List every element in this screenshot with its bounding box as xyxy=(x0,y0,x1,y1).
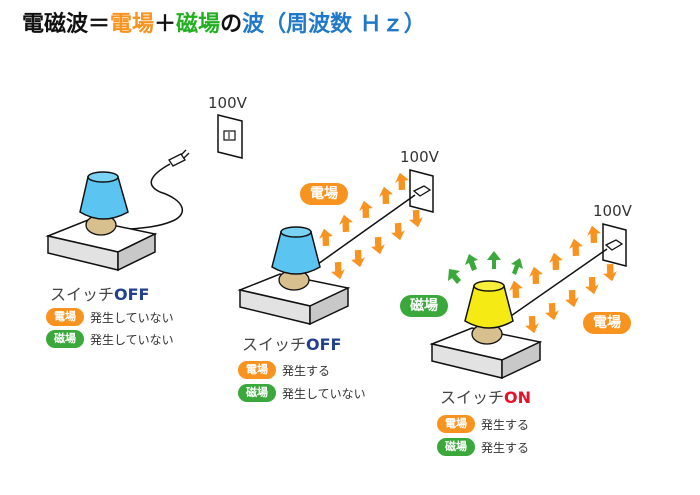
switch-state-off: OFF xyxy=(306,335,342,354)
electric-status-2: 電場 発生する xyxy=(238,361,330,379)
electric-badge: 電場 xyxy=(437,415,475,433)
plug-1 xyxy=(168,153,186,167)
panel-3-illustration xyxy=(429,223,627,380)
panel-1-illustration xyxy=(45,114,243,272)
title-magnetic-field: 磁場 xyxy=(176,12,221,37)
electric-field-tag-3: 電場 xyxy=(583,312,631,334)
electric-status-text: 発生していない xyxy=(90,310,174,325)
electric-field-arrows-3 xyxy=(509,225,617,334)
switch-status-1: スイッチOFF xyxy=(50,281,149,305)
switch-label: スイッチ xyxy=(242,335,307,354)
magnetic-badge: 磁場 xyxy=(238,384,276,402)
magnetic-status-1: 磁場 発生していない xyxy=(46,330,174,348)
electric-status-3: 電場 発生する xyxy=(437,415,529,433)
title-frequency: 波（周波数 Ｈｚ） xyxy=(242,12,426,37)
magnetic-status-text: 発生する xyxy=(481,440,530,455)
lamp-shade-3 xyxy=(464,285,514,329)
diagram-title: 電磁波＝電場＋磁場の波（周波数 Ｈｚ） xyxy=(22,6,426,38)
magnetic-badge: 磁場 xyxy=(437,438,475,456)
electric-badge: 電場 xyxy=(46,308,84,326)
voltage-label-2: 100V xyxy=(400,148,439,166)
title-no: の xyxy=(220,12,243,37)
switch-status-3: スイッチON xyxy=(440,384,531,408)
voltage-label-1: 100V xyxy=(208,94,247,112)
switch-status-2: スイッチOFF xyxy=(242,331,341,355)
magnetic-field-arrows-3 xyxy=(448,251,523,284)
magnetic-status-2: 磁場 発生していない xyxy=(238,384,366,402)
title-electric-field: 電場 xyxy=(110,12,155,37)
plug-3 xyxy=(604,239,624,251)
power-cord-1 xyxy=(109,163,183,233)
electric-status-1: 電場 発生していない xyxy=(46,308,174,326)
title-plus: ＋ xyxy=(154,12,177,37)
electric-field-arrows-2 xyxy=(319,172,423,280)
magnetic-badge: 磁場 xyxy=(46,330,84,348)
switch-label: スイッチ xyxy=(440,388,505,407)
magnetic-field-tag-3: 磁場 xyxy=(400,295,448,317)
voltage-label-3: 100V xyxy=(593,202,632,220)
magnetic-status-text: 発生していない xyxy=(90,332,174,347)
electric-badge: 電場 xyxy=(238,361,276,379)
electric-status-text: 発生する xyxy=(481,417,530,432)
power-cord-3 xyxy=(507,248,608,319)
electric-field-tag-2: 電場 xyxy=(300,183,348,205)
switch-state-off: OFF xyxy=(114,285,150,304)
switch-state-on: ON xyxy=(504,388,532,407)
magnetic-status-text: 発生していない xyxy=(282,386,366,401)
plug-2 xyxy=(412,185,432,197)
lamp-shade-2 xyxy=(271,231,321,275)
panel-2-illustration xyxy=(237,169,434,326)
lamp-shade-1 xyxy=(79,176,129,220)
electric-status-text: 発生する xyxy=(282,363,331,378)
power-cord-2 xyxy=(317,194,416,265)
title-em-wave: 電磁波＝ xyxy=(22,12,111,37)
switch-label: スイッチ xyxy=(50,285,115,304)
magnetic-status-3: 磁場 発生する xyxy=(437,438,529,456)
